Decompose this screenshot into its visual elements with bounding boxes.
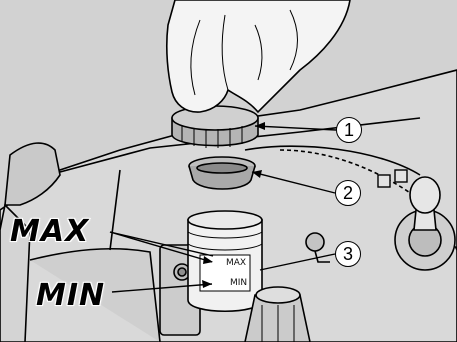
callout-3: 3: [335, 241, 361, 267]
callout-2: 2: [335, 180, 361, 206]
max-label: MAX: [10, 217, 89, 247]
jar-min-marking: MIN: [230, 279, 247, 288]
reservoir-cap: [172, 106, 258, 148]
fork-nut: [245, 287, 310, 342]
jar-max-marking: MAX: [226, 259, 246, 268]
fluid-reservoir: [188, 211, 262, 311]
callout-1: 1: [336, 117, 362, 143]
min-label: MIN: [36, 281, 105, 311]
cap-gasket: [189, 157, 255, 189]
